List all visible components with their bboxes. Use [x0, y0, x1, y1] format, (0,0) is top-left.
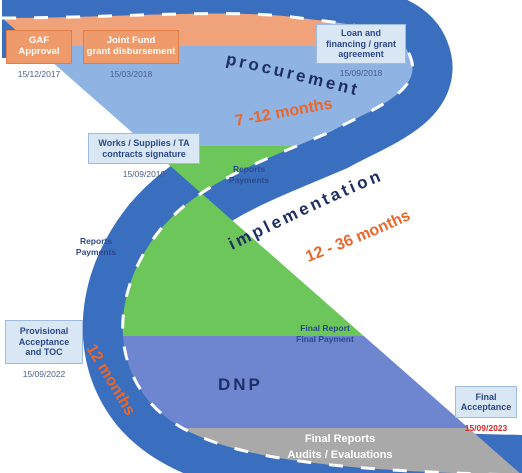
joint-fund-box: Joint Fund grant disbursement	[83, 30, 179, 64]
gaf-approval-label: GAF Approval	[18, 35, 60, 57]
contracts-signature-box: Works / Supplies / TA contracts signatur…	[88, 133, 200, 164]
loan-agreement-label: Loan and financing / grant agreement	[325, 28, 396, 60]
implementation-duration: 12 - 36 months	[303, 207, 413, 266]
contracts-signature-label: Works / Supplies / TA contracts signatur…	[98, 138, 190, 159]
joint-fund-date: 15/03/2018	[109, 69, 153, 79]
provisional-acceptance-label: Provisional Acceptance and TOC	[18, 326, 70, 358]
final-acceptance-date: 15/09/2023	[464, 423, 508, 433]
final-reports-audits-label: Final Reports Audits / Evaluations	[287, 433, 393, 461]
gaf-approval-box: GAF Approval	[6, 30, 72, 64]
provisional-acceptance-date: 15/09/2022	[22, 369, 66, 379]
reports-payments-note-2: Reports Payments	[75, 236, 117, 258]
gaf-approval-date: 15/12/2017	[17, 69, 61, 79]
reports-payments-note-1: Reports Payments	[228, 164, 270, 186]
final-report-payment-note: Final Report Final Payment	[296, 323, 354, 345]
provisional-acceptance-box: Provisional Acceptance and TOC	[5, 320, 83, 364]
contracts-signature-date: 15/09/2019	[122, 169, 166, 179]
loan-agreement-box: Loan and financing / grant agreement	[316, 24, 406, 64]
loan-agreement-date: 15/09/2018	[339, 68, 383, 78]
joint-fund-label: Joint Fund grant disbursement	[86, 35, 176, 57]
final-acceptance-box: Final Acceptance	[455, 386, 517, 418]
dnp-phase-label: DNP	[218, 375, 263, 394]
final-acceptance-label: Final Acceptance	[460, 391, 512, 412]
